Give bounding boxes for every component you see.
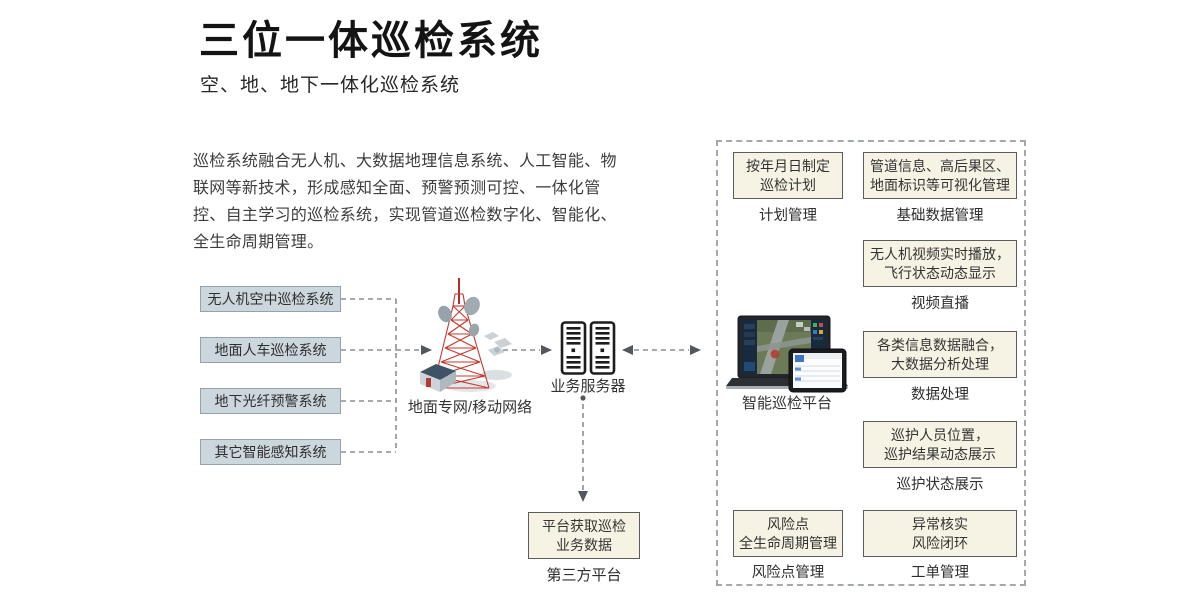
page-subtitle: 空、地、地下一体化巡检系统	[200, 75, 461, 96]
satellite-dish-icons	[438, 296, 480, 337]
module-label-base-data: 基础数据管理	[896, 208, 984, 224]
module-label-patrol-status: 巡护状态展示	[896, 477, 984, 493]
module-label-work-order: 工单管理	[911, 565, 969, 581]
module-box-plan: 按年月日制定 巡检计划	[733, 152, 843, 199]
third-party-label: 第三方平台	[546, 567, 622, 584]
signal-tower-icon	[420, 278, 512, 392]
module-box-text: 异常核实 风险闭环	[912, 515, 968, 551]
module-label-plan: 计划管理	[759, 208, 817, 224]
source-box-fiber: 地下光纤预警系统	[200, 388, 341, 414]
module-box-data-processing: 各类信息数据融合， 大数据分析处理	[863, 331, 1017, 378]
module-box-text: 无人机视频实时播放， 飞行状态动态显示	[870, 245, 1010, 281]
module-label-data-processing: 数据处理	[911, 387, 969, 403]
module-box-text: 风险点 全生命周期管理	[739, 515, 837, 551]
source-box-label: 无人机空中巡检系统	[207, 291, 334, 307]
module-box-patrol-status: 巡护人员位置， 巡护结果动态展示	[863, 421, 1017, 468]
module-box-base-data: 管道信息、高后果区、 地面标识等可视化管理	[863, 152, 1017, 199]
module-box-risk: 风险点 全生命周期管理	[733, 510, 843, 557]
module-box-text: 各类信息数据融合， 大数据分析处理	[877, 336, 1003, 372]
module-box-text: 巡护人员位置， 巡护结果动态展示	[884, 426, 996, 462]
module-box-video: 无人机视频实时播放， 飞行状态动态显示	[863, 240, 1017, 287]
network-label: 地面专网/移动网络	[407, 399, 533, 416]
platform-label: 智能巡检平台	[741, 395, 832, 412]
module-box-text: 管道信息、高后果区、 地面标识等可视化管理	[870, 157, 1010, 193]
server-label: 业务服务器	[550, 378, 626, 395]
source-box-uav: 无人机空中巡检系统	[200, 286, 341, 312]
page-title: 三位一体巡检系统	[199, 19, 543, 63]
module-box-text: 按年月日制定 巡检计划	[746, 157, 830, 193]
source-box-label: 其它智能感知系统	[214, 444, 327, 460]
platform-feature-panel	[716, 140, 1026, 586]
third-party-box: 平台获取巡检 业务数据	[528, 512, 640, 559]
source-box-label: 地下光纤预警系统	[214, 393, 327, 409]
intro-paragraph: 巡检系统融合无人机、大数据地理信息系统、人工智能、物联网等新技术，形成感知全面、…	[193, 153, 617, 251]
module-label-risk: 风险点管理	[751, 565, 825, 581]
third-party-box-text: 平台获取巡检 业务数据	[542, 517, 626, 553]
source-box-label: 地面人车巡检系统	[214, 342, 327, 358]
source-box-ground: 地面人车巡检系统	[200, 337, 341, 363]
module-box-work-order: 异常核实 风险闭环	[863, 510, 1017, 557]
station-house-icon	[420, 364, 456, 392]
module-label-video: 视频直播	[911, 296, 969, 312]
laptop-tablet-icon	[726, 315, 848, 393]
server-rack-icon	[560, 321, 616, 375]
tablet-icon	[788, 348, 847, 393]
source-box-other: 其它智能感知系统	[200, 439, 341, 465]
